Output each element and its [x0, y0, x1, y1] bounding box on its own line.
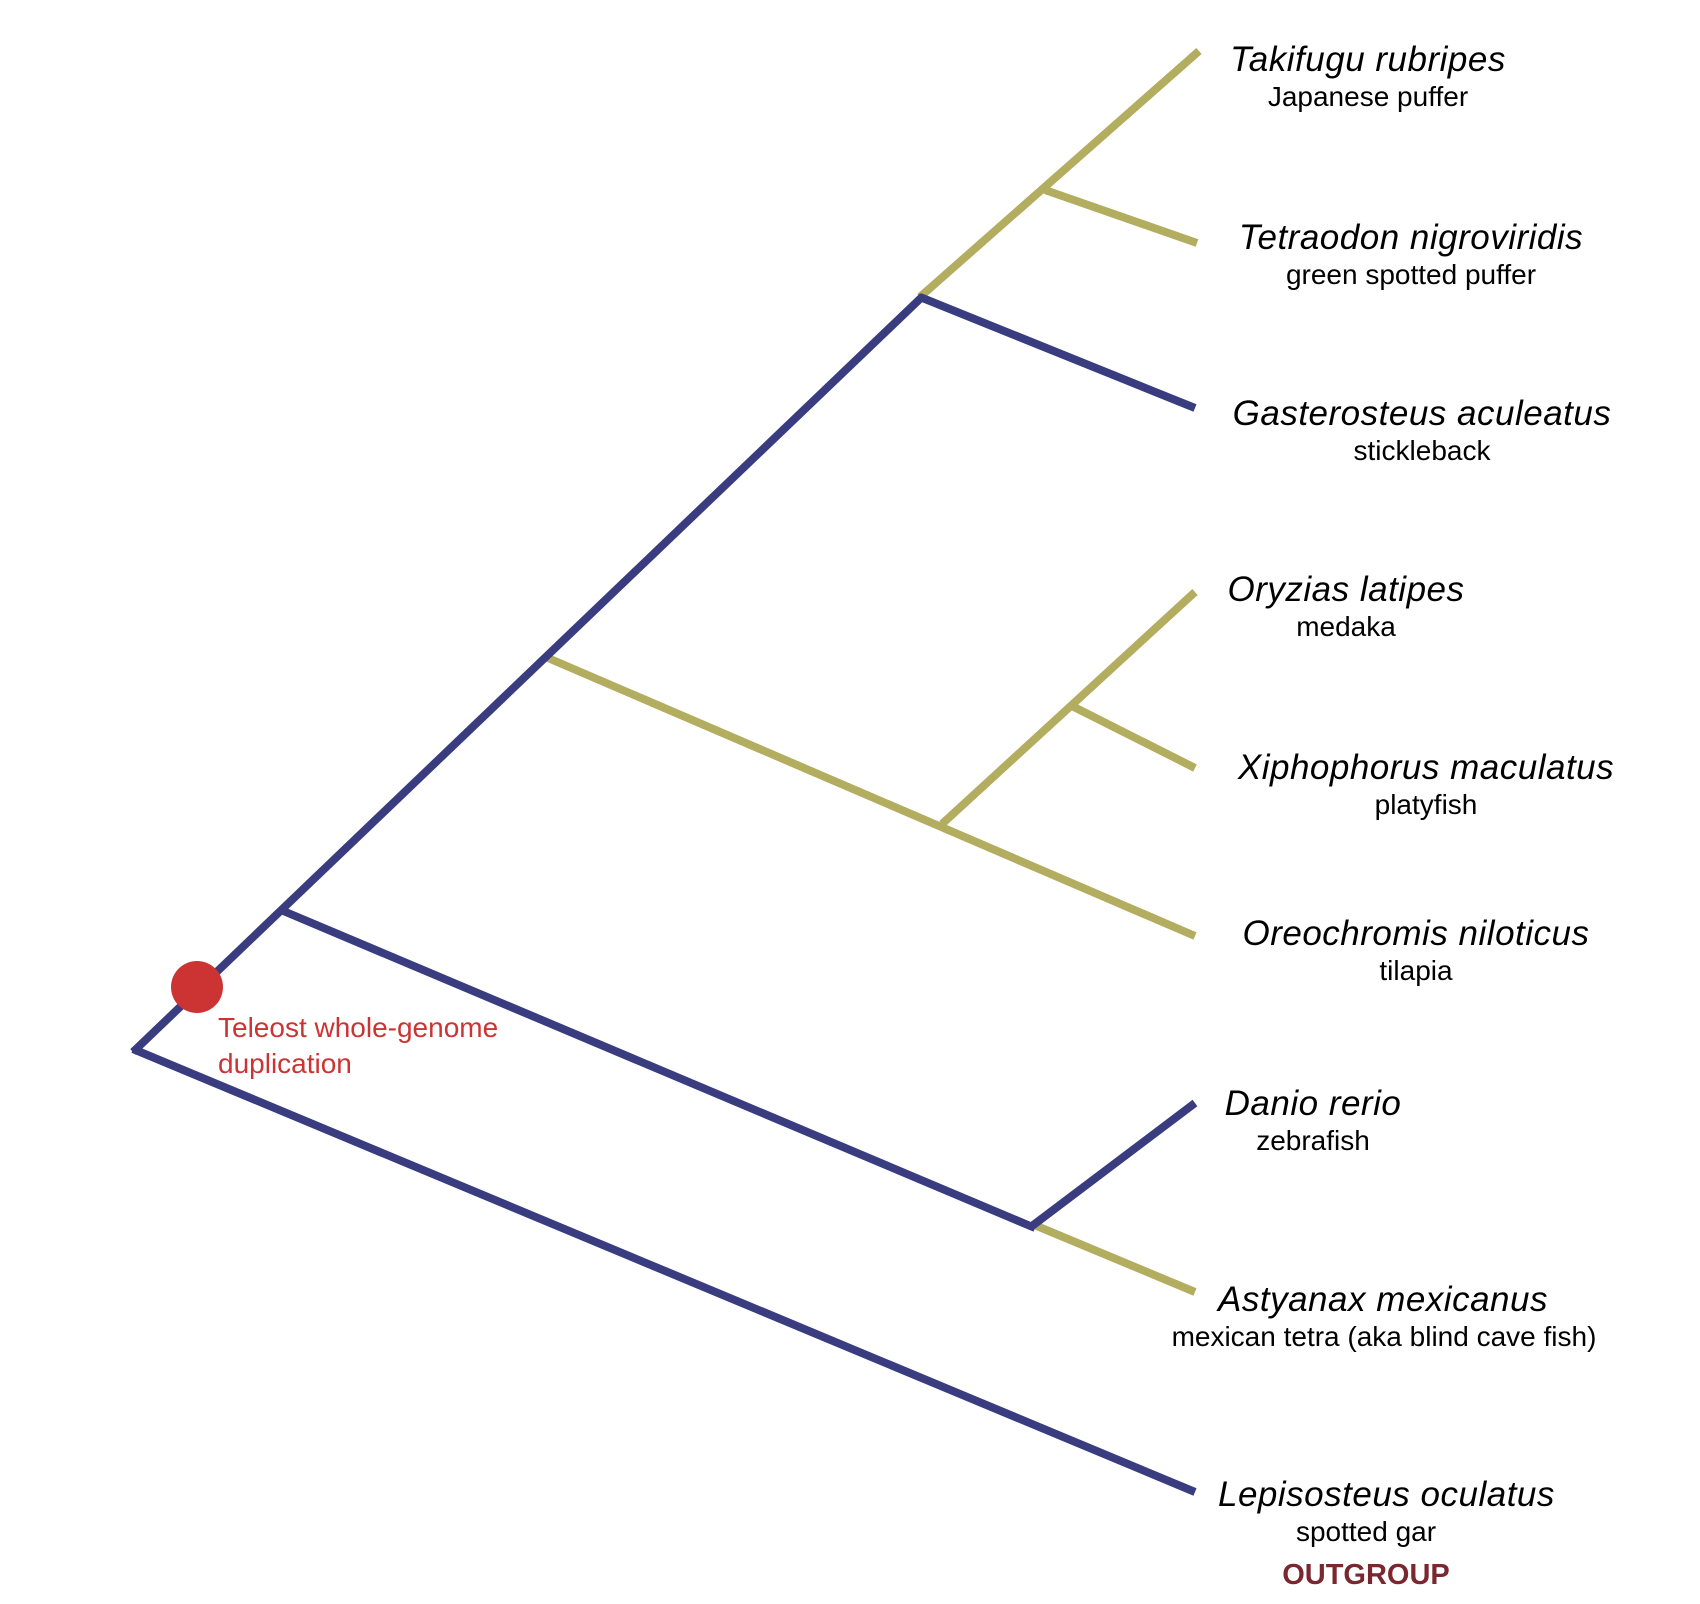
common-name: medaka	[1296, 611, 1396, 642]
common-name: tilapia	[1379, 955, 1453, 986]
scientific-name: Lepisosteus oculatus	[1218, 1475, 1555, 1514]
scientific-name: Gasterosteus aculeatus	[1232, 394, 1612, 433]
scientific-name: Xiphophorus maculatus	[1237, 748, 1615, 787]
genome-duplication-marker	[171, 961, 223, 1013]
branch-tetraodon	[1043, 186, 1199, 247]
taxon-astyanax: Astyanax mexicanus mexican tetra (aka bl…	[1142, 1280, 1626, 1354]
branch-lepisosteus	[131, 1045, 1197, 1496]
outgroup-label: OUTGROUP	[1282, 1559, 1450, 1591]
common-name: zebrafish	[1256, 1125, 1370, 1156]
taxon-lepisosteus: Lepisosteus oculatus spotted gar OUTGROU…	[1218, 1475, 1578, 1593]
scientific-name: Oreochromis niloticus	[1242, 914, 1590, 953]
taxon-oryzias: Oryzias latipes medaka	[1218, 570, 1474, 644]
common-name: mexican tetra (aka blind cave fish)	[1171, 1321, 1597, 1352]
branch-danio	[1029, 1099, 1198, 1230]
scientific-name: Takifugu rubripes	[1230, 40, 1506, 79]
branch-oryzias	[939, 589, 1198, 827]
branch-astyanax	[1030, 1220, 1197, 1296]
scientific-name: Danio rerio	[1224, 1084, 1402, 1123]
branch-gasterosteus	[918, 293, 1197, 412]
scientific-name: Oryzias latipes	[1227, 570, 1465, 609]
genome-duplication-label: Teleost whole-genome duplication	[218, 1012, 499, 1079]
taxon-gasterosteus: Gasterosteus aculeatus stickleback	[1218, 394, 1626, 468]
common-name: green spotted puffer	[1285, 259, 1537, 290]
common-name: Japanese puffer	[1267, 81, 1469, 112]
common-name: stickleback	[1353, 435, 1491, 466]
taxon-danio: Danio rerio zebrafish	[1218, 1084, 1408, 1158]
common-name: platyfish	[1374, 789, 1478, 820]
branch-takifugu	[917, 47, 1202, 301]
branch-root-to-stickleback-clade	[130, 293, 926, 1055]
branch-percomorph-clade	[546, 654, 1197, 940]
scientific-name: Astyanax mexicanus	[1218, 1280, 1548, 1319]
taxon-oreochromis: Oreochromis niloticus tilapia	[1218, 914, 1614, 988]
taxon-tetraodon: Tetraodon nigroviridis green spotted puf…	[1218, 218, 1604, 292]
taxon-xiphophorus: Xiphophorus maculatus platyfish	[1218, 748, 1634, 822]
common-name: spotted gar	[1295, 1516, 1437, 1547]
taxon-takifugu: Takifugu rubripes Japanese puffer	[1218, 40, 1518, 114]
branch-otocephala	[279, 906, 1037, 1232]
branch-xiphophorus	[1070, 702, 1197, 772]
scientific-name: Tetraodon nigroviridis	[1238, 218, 1584, 257]
